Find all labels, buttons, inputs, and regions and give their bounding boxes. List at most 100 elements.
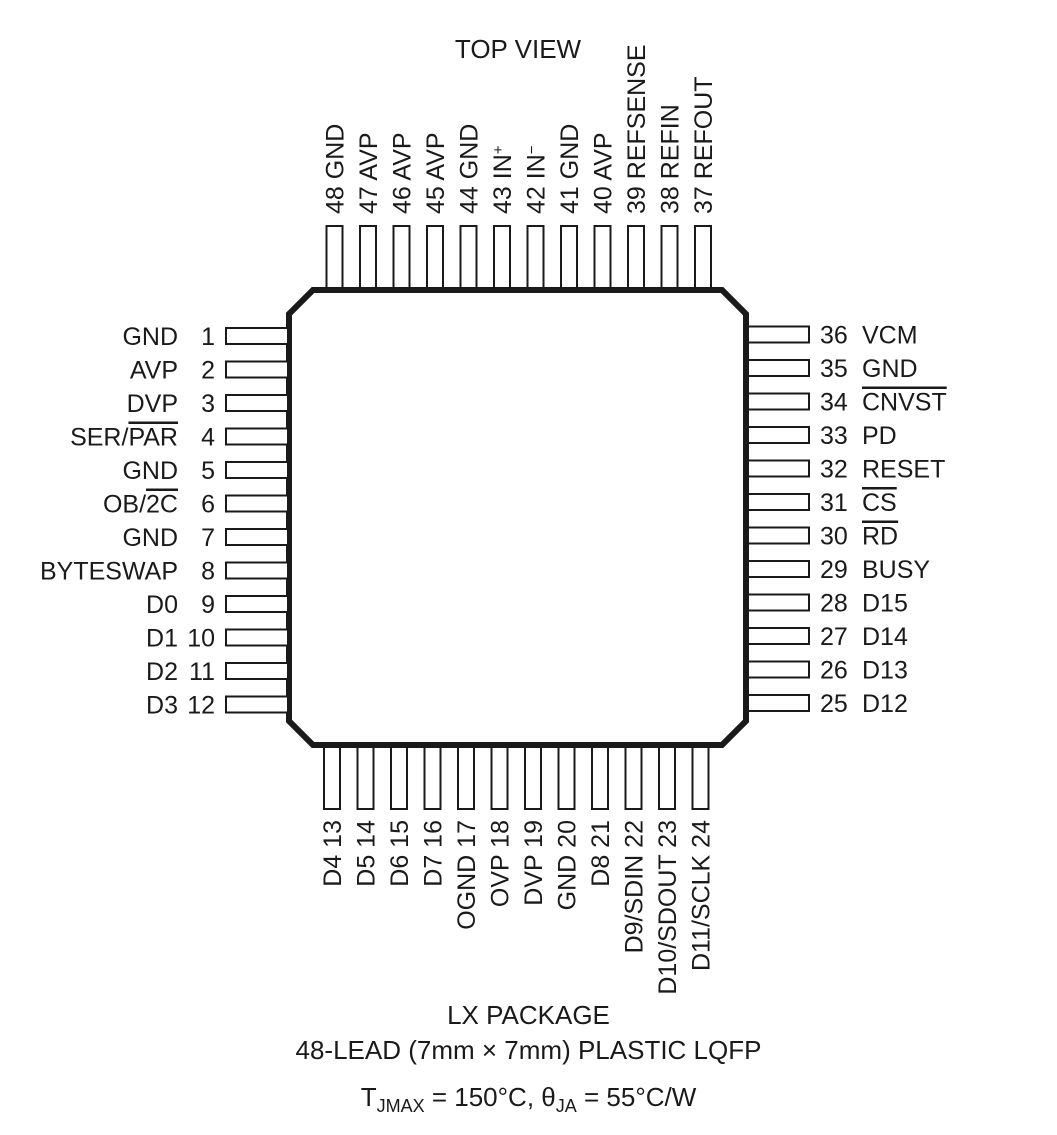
pin-label: 41 GND bbox=[556, 124, 584, 214]
pin-label: OGND 17 bbox=[453, 820, 481, 930]
theta-subscript: JA bbox=[555, 1096, 577, 1117]
pin-lead-bottom bbox=[658, 746, 676, 810]
pin-name: CNVST bbox=[862, 389, 947, 417]
pin-label: OVP 18 bbox=[487, 820, 515, 907]
pin-name: OB/2C bbox=[103, 491, 178, 519]
pin-number: 25 bbox=[820, 690, 848, 718]
pin-lead-right bbox=[747, 493, 810, 511]
pin-label: D7 16 bbox=[420, 820, 448, 887]
pin-number: 4 bbox=[201, 424, 215, 452]
pin-lead-bottom bbox=[390, 746, 408, 810]
pin-name: D3 bbox=[146, 692, 178, 720]
pin-lead-right bbox=[747, 526, 810, 545]
pin-lead-left bbox=[225, 628, 289, 647]
pin-lead-bottom bbox=[356, 746, 375, 810]
pin-label: 46 AVP bbox=[389, 132, 417, 214]
pin-lead-top bbox=[325, 225, 344, 289]
pin-lead-right bbox=[747, 359, 810, 377]
pin-lead-left bbox=[225, 327, 289, 345]
pin-name: GND bbox=[862, 355, 918, 383]
pin-lead-top bbox=[560, 225, 578, 289]
pin-label: 47 AVP bbox=[355, 132, 383, 214]
pin-name: BYTESWAP bbox=[40, 558, 178, 586]
pin-number: 30 bbox=[820, 523, 848, 551]
pin-lead-left bbox=[225, 394, 289, 412]
pin-lead-right bbox=[747, 694, 810, 712]
pin-lead-left bbox=[225, 695, 289, 714]
pin-number: 29 bbox=[820, 556, 848, 584]
pin-label: D8 21 bbox=[587, 820, 615, 887]
pin-name: CS bbox=[862, 489, 897, 517]
pin-name: D12 bbox=[862, 690, 908, 718]
pin-name: AVP bbox=[130, 357, 178, 385]
pin-lead-bottom bbox=[524, 746, 542, 810]
pin-number: 5 bbox=[201, 457, 215, 485]
pin-lead-left bbox=[225, 461, 289, 479]
pin-lead-bottom bbox=[457, 746, 475, 810]
theta-value: = 55°C/W bbox=[584, 1082, 697, 1112]
pin-number: 1 bbox=[201, 323, 215, 351]
pin-lead-right bbox=[747, 426, 810, 444]
pin-lead-top bbox=[392, 225, 411, 289]
pin-label: D10/SDOUT 23 bbox=[654, 820, 682, 995]
pin-lead-left bbox=[225, 528, 289, 546]
pin-name: D0 bbox=[146, 591, 178, 619]
pin-number: 3 bbox=[201, 390, 215, 418]
pin-lead-top bbox=[593, 225, 612, 289]
pin-label: 44 GND bbox=[456, 124, 484, 214]
pin-lead-bottom bbox=[624, 746, 643, 810]
pin-number: 28 bbox=[820, 590, 848, 618]
tj-value: = 150°C, bbox=[431, 1082, 535, 1112]
pin-name: PD bbox=[862, 422, 897, 450]
pin-label: D5 14 bbox=[353, 820, 381, 887]
pin-label: 37 REFOUT bbox=[690, 76, 718, 214]
pin-name: VCM bbox=[862, 322, 918, 350]
pin-label: 45 AVP bbox=[422, 132, 450, 214]
thermal-spec: TJMAX = 150°C, θJA = 55°C/W bbox=[0, 1082, 1057, 1117]
pin-label: 38 REFIN bbox=[657, 104, 685, 214]
pin-lead-right bbox=[747, 459, 810, 478]
pin-name: GND bbox=[122, 323, 178, 351]
theta-symbol: θ bbox=[541, 1082, 556, 1112]
pin-lead-top bbox=[459, 225, 478, 289]
pin-lead-left bbox=[225, 595, 289, 613]
pin-lead-bottom bbox=[691, 746, 710, 810]
pin-label: 40 AVP bbox=[590, 132, 618, 214]
pin-name: D2 bbox=[146, 658, 178, 686]
pin-number: 35 bbox=[820, 355, 848, 383]
pin-label: DVP 19 bbox=[520, 820, 548, 906]
pin-name: BUSY bbox=[862, 556, 930, 584]
diagram-title: TOP VIEW bbox=[455, 34, 582, 64]
package-description: 48-LEAD (7mm × 7mm) PLASTIC LQFP bbox=[295, 1035, 762, 1065]
pin-number: 8 bbox=[201, 558, 215, 586]
pin-lead-right bbox=[747, 560, 810, 578]
pin-lead-top bbox=[627, 225, 645, 289]
pin-label: D11/SCLK 24 bbox=[688, 820, 716, 971]
pin-label: 42 IN− bbox=[523, 145, 551, 214]
pin-lead-left bbox=[225, 360, 289, 379]
pin-lead-bottom bbox=[323, 746, 341, 810]
pin-name: GND bbox=[122, 457, 178, 485]
pin-lead-right bbox=[747, 627, 810, 645]
pin-lead-right bbox=[747, 392, 810, 411]
pin-number: 9 bbox=[201, 591, 215, 619]
pin-number: 36 bbox=[820, 322, 848, 350]
pin-lead-top bbox=[660, 225, 679, 289]
pin-name: D1 bbox=[146, 625, 178, 653]
package-name: LX PACKAGE bbox=[447, 1000, 610, 1030]
pin-number: 2 bbox=[201, 357, 215, 385]
pin-number: 10 bbox=[187, 625, 215, 653]
pin-number: 33 bbox=[820, 422, 848, 450]
pin-number: 7 bbox=[201, 524, 215, 552]
pin-lead-bottom bbox=[557, 746, 576, 810]
pin-number: 34 bbox=[820, 389, 848, 417]
chip-body bbox=[286, 287, 749, 748]
pin-lead-left bbox=[225, 662, 289, 680]
tj-subscript: JMAX bbox=[376, 1096, 425, 1117]
pin-name: D15 bbox=[862, 590, 908, 618]
pin-number: 27 bbox=[820, 623, 848, 651]
pin-lead-top bbox=[493, 225, 511, 289]
pin-label: 39 REFSENSE bbox=[623, 44, 651, 214]
